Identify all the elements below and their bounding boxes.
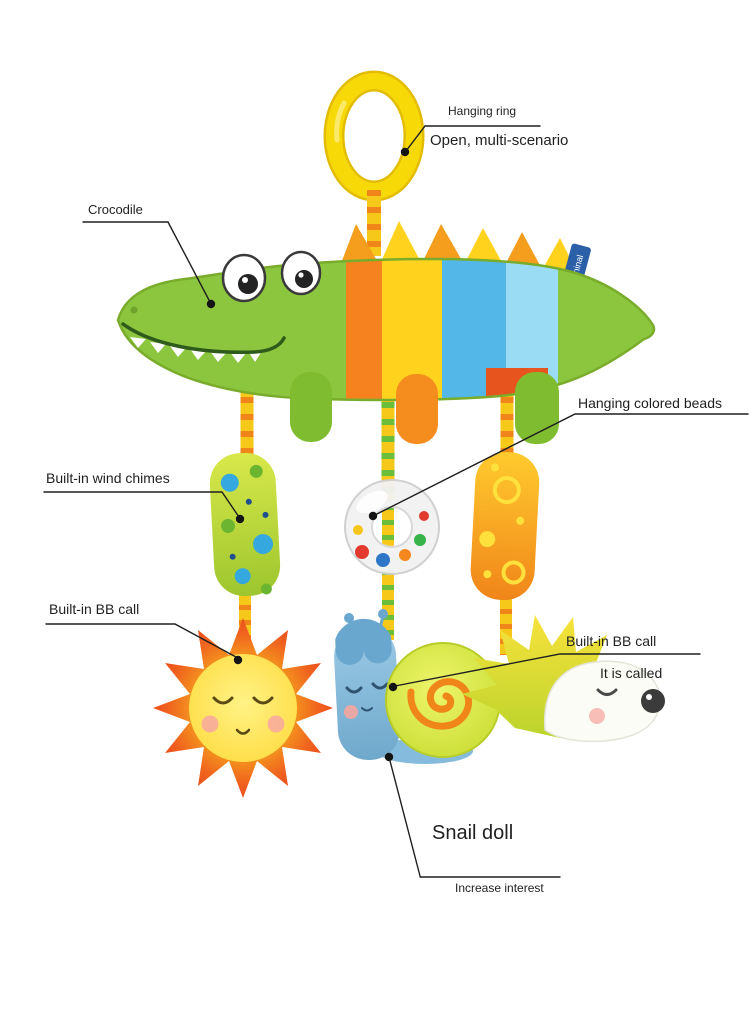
crocodile-illustration: Aininal — [116, 221, 656, 444]
wind-chimes-label: Built-in wind chimes — [46, 470, 170, 486]
bb-call-right-label: Built-in BB call — [566, 633, 657, 649]
callout-dots — [206, 147, 410, 762]
hanging-ring-label: Hanging ring — [448, 104, 517, 118]
hanging-ring-illustration — [323, 70, 425, 202]
snail-doll-description: Increase interest — [455, 881, 544, 895]
crocodile-label: Crocodile — [88, 202, 143, 217]
wind-chime-cylinder-illustration — [209, 452, 281, 597]
colored-beads-label: Hanging colored beads — [578, 395, 722, 411]
hanging-ring-description: Open, multi-scenario — [430, 132, 569, 149]
hedgehog-doll-illustration — [462, 615, 665, 743]
bead-ring-illustration — [344, 479, 440, 575]
callout-lines — [43, 125, 749, 878]
bb-call-right-description: It is called — [600, 665, 663, 681]
snail-doll-illustration — [334, 609, 501, 764]
bb-call-left-label: Built-in BB call — [49, 601, 140, 617]
sun-doll-illustration — [153, 618, 333, 798]
orange-cylinder-illustration — [470, 451, 540, 601]
snail-doll-label: Snail doll — [432, 822, 514, 844]
